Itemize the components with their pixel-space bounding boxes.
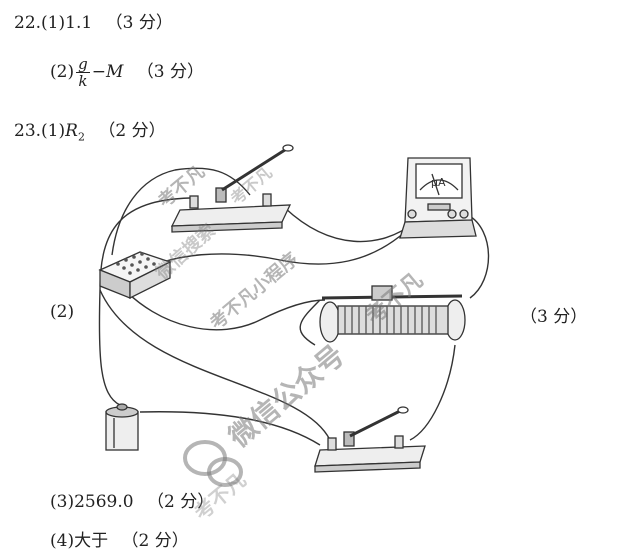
q23-score1: （2 分）: [98, 121, 166, 141]
q23-part2: (2): [50, 302, 75, 322]
battery-cell: [105, 403, 139, 451]
wire: [98, 197, 191, 406]
resistance-box: [98, 251, 172, 300]
q22-answer2-rest: −M: [91, 62, 124, 82]
q22-part1: (1): [41, 13, 66, 33]
q22-line1: 22.(1)1.1 （3 分）: [14, 8, 173, 33]
q22-part2: (2): [50, 62, 75, 82]
q23-number: 23.: [14, 121, 42, 141]
sliding-rheostat: [319, 285, 466, 343]
q22-answer1: 1.1: [65, 13, 93, 33]
wechat-logo: [183, 440, 243, 487]
fraction-denominator: k: [78, 72, 88, 90]
knife-switch-top: [170, 144, 294, 233]
q23-answer4: 大于: [74, 531, 109, 551]
q23-answer1-subscript: 2: [77, 130, 85, 144]
q23-answer3: 2569.0: [74, 492, 134, 512]
wire: [467, 214, 490, 299]
q23-part1: (1): [41, 121, 66, 141]
wire: [284, 207, 416, 243]
q23-answer1: R: [65, 121, 78, 141]
wire: [139, 411, 321, 446]
meter-label: μA: [431, 176, 446, 189]
q22-number: 22.: [14, 13, 42, 33]
q23-score4: （2 分）: [121, 531, 189, 551]
q23-score2: （3 分）: [520, 307, 588, 327]
q23-part3: (3): [50, 492, 75, 512]
wire: [409, 344, 456, 441]
q23-score3: （2 分）: [146, 492, 215, 512]
wire: [117, 282, 326, 331]
q23-line3: (3)2569.0 （2 分）: [50, 487, 214, 512]
wire: [299, 299, 321, 346]
wire: [129, 231, 406, 279]
fraction-numerator: g: [76, 55, 90, 73]
q23-part4: (4): [50, 531, 75, 551]
q23-line1: 23.(1)R2 （2 分）: [14, 116, 166, 143]
q22-score2: （3 分）: [136, 62, 204, 82]
knife-switch-bottom: [314, 406, 426, 473]
wire: [99, 289, 331, 441]
q23-line4: (4)大于 （2 分）: [50, 526, 189, 551]
q22-score1: （3 分）: [105, 13, 173, 33]
wire: [111, 167, 251, 256]
microammeter: μA: [399, 157, 477, 239]
